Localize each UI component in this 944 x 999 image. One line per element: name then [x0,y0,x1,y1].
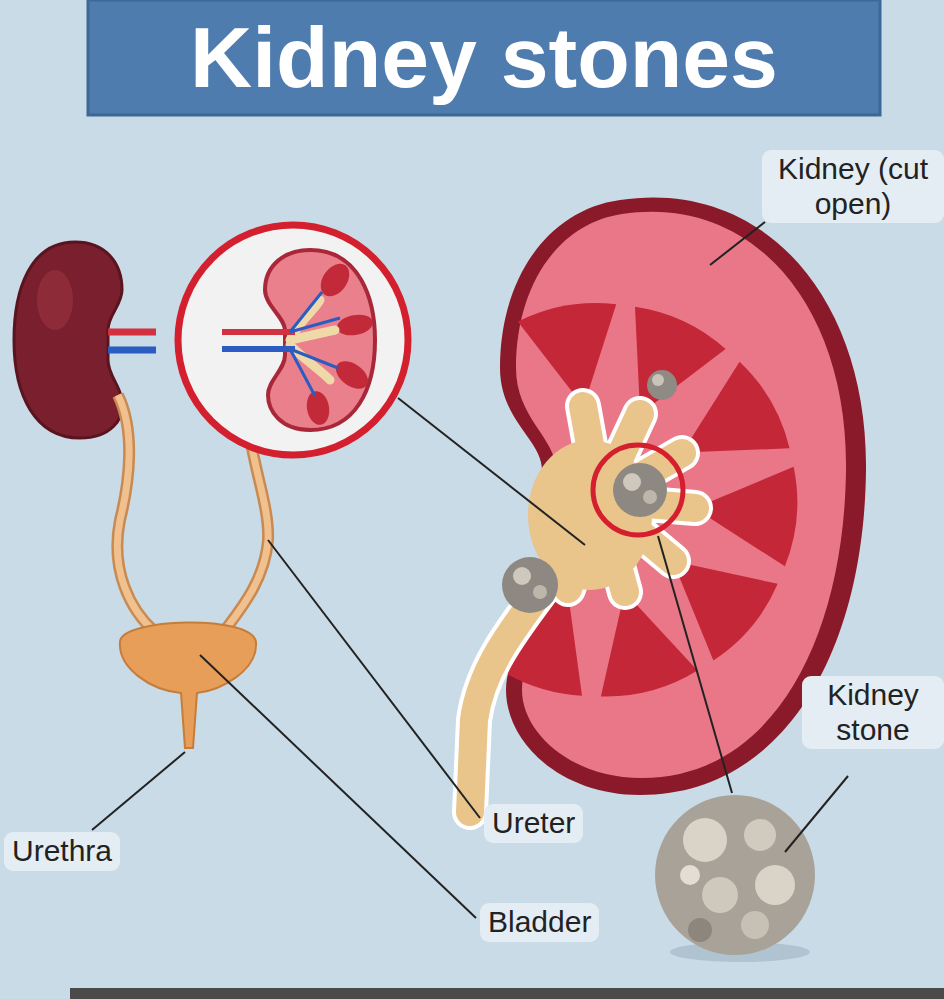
title-banner [88,0,880,115]
title: Kidney stones [88,0,880,115]
bladder-shape [120,622,256,748]
part-label: Kidney (cut open) [762,150,944,223]
part-label: Kidney stone [802,676,944,749]
bottom-band [70,988,944,999]
magnified-circle [178,225,408,455]
stones [502,370,683,613]
label-text: Bladder [488,905,591,940]
part-label: Urethra [4,832,120,871]
label-text: Kidney (cut open) [770,152,936,221]
part-label: Ureter [484,804,583,843]
whole-kidney [14,242,156,438]
label-text: Ureter [492,806,575,841]
part-label: Bladder [480,903,599,942]
kidney-stone-closeup [655,795,815,962]
label-text: Urethra [12,834,112,869]
leader-lines [92,222,848,918]
label-text: Kidney stone [810,678,936,747]
